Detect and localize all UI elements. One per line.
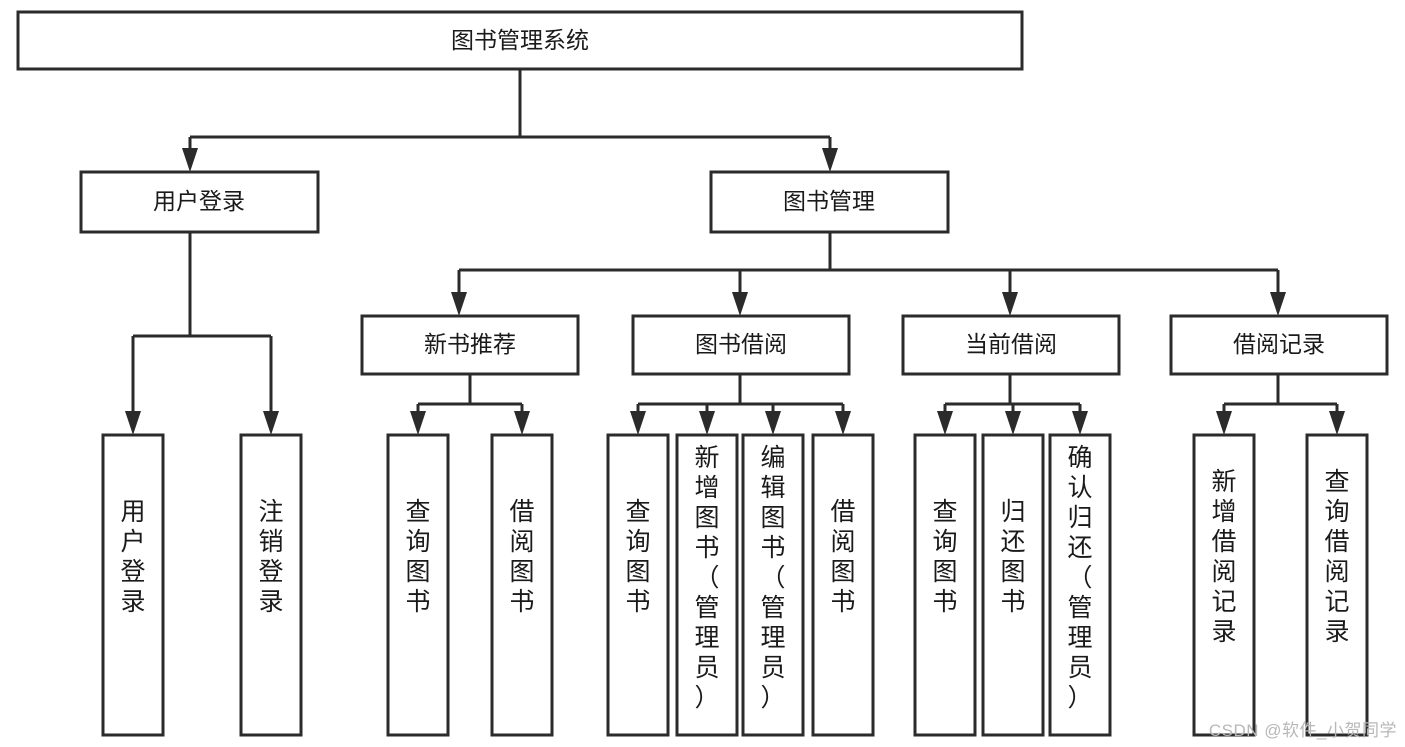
node-leaf-query-book-1[interactable]: 查询图书	[386, 433, 450, 737]
node-leaf-edit-book-label: 编辑图书（管理员）	[760, 444, 785, 712]
node-new-book-recommend[interactable]: 新书推荐	[360, 314, 580, 376]
node-book-borrow-box[interactable]	[631, 314, 851, 376]
node-leaf-return-book-box[interactable]	[981, 433, 1045, 737]
arrow-head-leaf-confirm-return	[1072, 411, 1088, 435]
node-leaf-borrow-book-2[interactable]: 借阅图书	[811, 433, 875, 737]
node-user-login[interactable]: 用户登录	[79, 170, 320, 234]
node-user-login-box[interactable]	[79, 170, 320, 234]
node-root-box[interactable]	[16, 10, 1024, 71]
node-new-book-recommend-box[interactable]	[360, 314, 580, 376]
node-current-borrow[interactable]: 当前借阅	[901, 314, 1121, 376]
node-leaf-borrow-book-1-box[interactable]	[490, 433, 554, 737]
node-leaf-user-login-label: 用户登录	[120, 498, 145, 616]
node-book-manage-box[interactable]	[709, 170, 950, 234]
arrow-head-leaf-add-record	[1216, 411, 1232, 435]
node-leaf-borrow-book-2-label: 借阅图书	[830, 498, 855, 616]
node-leaf-borrow-book-1-label: 借阅图书	[509, 498, 534, 616]
node-leaf-add-record-box[interactable]	[1192, 433, 1256, 737]
arrow-head-leaf-query-record	[1329, 411, 1345, 435]
node-leaf-query-book-1-box[interactable]	[386, 433, 450, 737]
node-leaf-query-book-1-label: 查询图书	[405, 498, 430, 616]
node-book-manage-label: 图书管理	[783, 188, 875, 214]
arrow-head-leaf-query-book-2	[630, 411, 646, 435]
node-leaf-query-book-2-label: 查询图书	[625, 498, 650, 616]
node-leaf-confirm-return-label: 确认归还（管理员）	[1067, 444, 1092, 712]
arrow-head-leaf-query-book-1	[410, 411, 426, 435]
connector-layer	[125, 69, 1345, 435]
node-leaf-return-book[interactable]: 归还图书	[981, 433, 1045, 737]
arrow-head-leaf-return-book	[1005, 411, 1021, 435]
node-leaf-query-record-box[interactable]	[1305, 433, 1369, 737]
arrow-head-leaf-logout-login	[263, 411, 279, 435]
node-leaf-edit-book[interactable]: 编辑图书（管理员）	[741, 433, 805, 737]
node-leaf-query-record-label: 查询借阅记录	[1324, 468, 1349, 646]
node-leaf-query-book-3-label: 查询图书	[932, 498, 957, 616]
node-leaf-add-book-label: 新增图书（管理员）	[694, 444, 719, 712]
node-current-borrow-box[interactable]	[901, 314, 1121, 376]
node-leaf-logout-login-label: 注销登录	[258, 498, 283, 616]
csdn-watermark: CSDN @软件_小贺同学	[1208, 721, 1397, 740]
node-user-login-label: 用户登录	[153, 188, 245, 214]
node-leaf-user-login[interactable]: 用户登录	[101, 433, 165, 737]
node-borrow-record[interactable]: 借阅记录	[1169, 314, 1389, 376]
arrow-head-book-borrow	[732, 292, 748, 316]
node-root-label: 图书管理系统	[451, 27, 589, 53]
node-leaf-add-record[interactable]: 新增借阅记录	[1192, 433, 1256, 737]
node-leaf-confirm-return[interactable]: 确认归还（管理员）	[1048, 433, 1112, 737]
node-leaf-borrow-book-1[interactable]: 借阅图书	[490, 433, 554, 737]
node-book-manage[interactable]: 图书管理	[709, 170, 950, 234]
node-leaf-query-book-3-box[interactable]	[913, 433, 977, 737]
node-leaf-query-record[interactable]: 查询借阅记录	[1305, 433, 1369, 737]
node-new-book-recommend-label: 新书推荐	[424, 331, 516, 357]
node-leaf-borrow-book-2-box[interactable]	[811, 433, 875, 737]
arrow-head-leaf-borrow-book-1	[514, 411, 530, 435]
node-root[interactable]: 图书管理系统	[16, 10, 1024, 71]
node-leaf-user-login-box[interactable]	[101, 433, 165, 737]
node-leaf-add-book-box[interactable]	[675, 433, 739, 737]
node-leaf-query-book-2-box[interactable]	[606, 433, 670, 737]
node-leaf-confirm-return-box[interactable]	[1048, 433, 1112, 737]
node-book-borrow-label: 图书借阅	[695, 331, 787, 357]
arrow-head-leaf-borrow-book-2	[835, 411, 851, 435]
arrow-head-borrow-record	[1270, 292, 1286, 316]
arrow-head-leaf-edit-book	[765, 411, 781, 435]
arrow-head-new-book-recommend	[451, 292, 467, 316]
node-borrow-record-box[interactable]	[1169, 314, 1389, 376]
node-leaf-query-book-2[interactable]: 查询图书	[606, 433, 670, 737]
node-leaf-logout-login-box[interactable]	[239, 433, 303, 737]
node-leaf-query-book-3[interactable]: 查询图书	[913, 433, 977, 737]
arrow-head-book-manage	[822, 148, 838, 172]
arrow-head-leaf-add-book	[699, 411, 715, 435]
node-borrow-record-label: 借阅记录	[1233, 331, 1325, 357]
arrow-head-leaf-user-login	[125, 411, 141, 435]
node-leaf-return-book-label: 归还图书	[1000, 498, 1025, 616]
node-leaf-edit-book-box[interactable]	[741, 433, 805, 737]
node-current-borrow-label: 当前借阅	[965, 331, 1057, 357]
arrow-head-current-borrow	[1002, 292, 1018, 316]
node-leaf-add-book[interactable]: 新增图书（管理员）	[675, 433, 739, 737]
node-book-borrow[interactable]: 图书借阅	[631, 314, 851, 376]
arrow-head-leaf-query-book-3	[937, 411, 953, 435]
arrow-head-user-login	[182, 148, 198, 172]
node-leaf-add-record-label: 新增借阅记录	[1211, 468, 1236, 646]
node-leaf-logout-login[interactable]: 注销登录	[239, 433, 303, 737]
